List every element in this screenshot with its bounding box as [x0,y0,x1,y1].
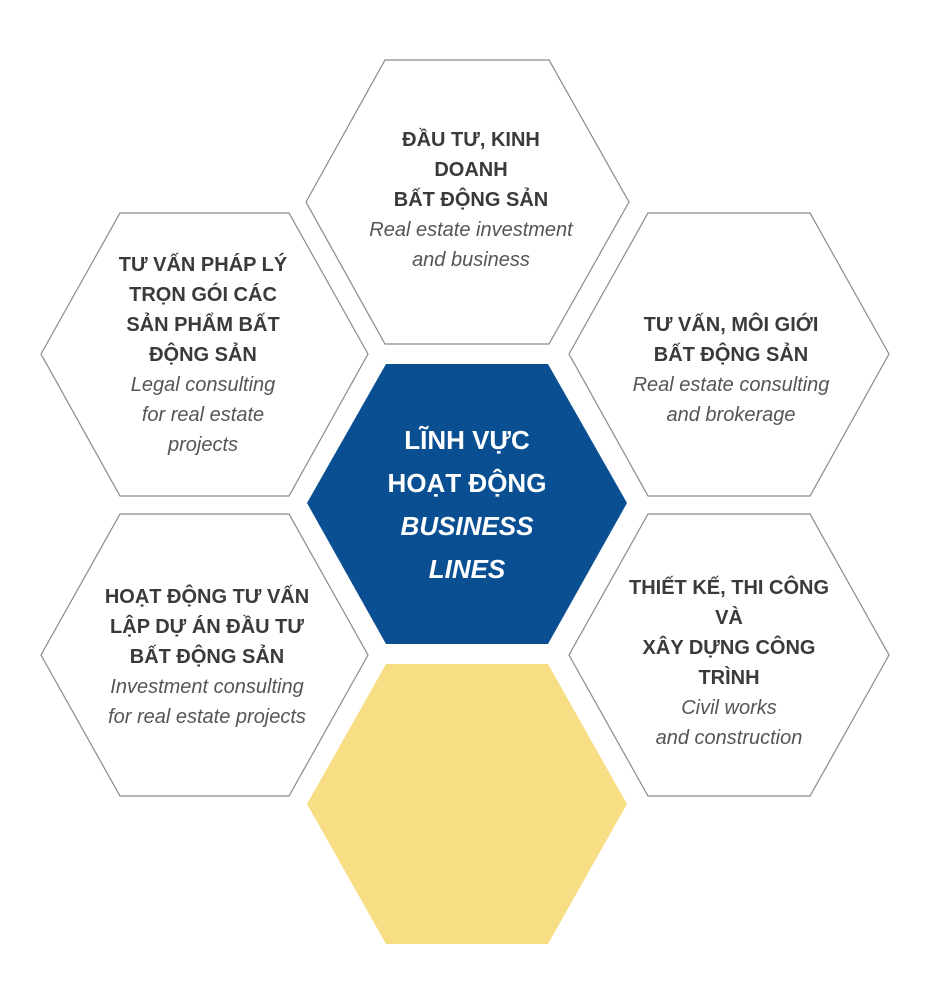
sector-title-en: Investment consulting for real estate pr… [108,676,306,728]
center-title-vi: LĨNH VỰC HOẠT ĐỘNG [387,425,547,498]
hex-accent-yellow [307,664,627,944]
sector-label-investment: ĐẦU TƯ, KINH DOANH BẤT ĐỘNG SẢN Real est… [369,125,572,275]
hex-sector-lower-left [40,513,369,797]
sector-title-en: Real estate investment and business [369,219,573,271]
sector-label-brokerage: TƯ VẤN, MÔI GIỚI BẤT ĐỘNG SẢN Real estat… [633,310,830,430]
center-title-en: BUSINESS LINES [400,511,534,584]
sector-title-en: Real estate consulting and brokerage [632,374,830,426]
sector-label-construction: THIẾT KẾ, THI CÔNG VÀ XÂY DỰNG CÔNG TRÌN… [624,573,834,753]
hex-sector-upper-right [568,212,890,497]
hex-sector-upper-left [40,212,369,497]
sector-title-en: Civil works and construction [655,697,803,749]
sector-label-legal-consulting: TƯ VẤN PHÁP LÝ TRỌN GÓI CÁC SẢN PHẨM BẤT… [119,250,287,460]
center-label: LĨNH VỰC HOẠT ĐỘNG BUSINESS LINES [388,419,547,591]
sector-title-vi: TƯ VẤN, MÔI GIỚI BẤT ĐỘNG SẢN [643,314,819,366]
hex-center [307,364,627,644]
hex-sector-lower-right [568,513,890,797]
sector-title-vi: HOẠT ĐỘNG TƯ VẤN LẬP DỰ ÁN ĐẦU TƯ BẤT ĐỘ… [104,586,310,668]
sector-title-vi: THIẾT KẾ, THI CÔNG VÀ XÂY DỰNG CÔNG TRÌN… [629,577,829,689]
sector-title-en: Legal consulting for real estate project… [130,374,276,456]
hex-sector-top [305,59,630,345]
sector-title-vi: ĐẦU TƯ, KINH DOANH BẤT ĐỘNG SẢN [393,129,549,211]
sector-title-vi: TƯ VẤN PHÁP LÝ TRỌN GÓI CÁC SẢN PHẨM BẤT… [118,254,288,366]
sector-label-project-consulting: HOẠT ĐỘNG TƯ VẤN LẬP DỰ ÁN ĐẦU TƯ BẤT ĐỘ… [105,582,309,732]
